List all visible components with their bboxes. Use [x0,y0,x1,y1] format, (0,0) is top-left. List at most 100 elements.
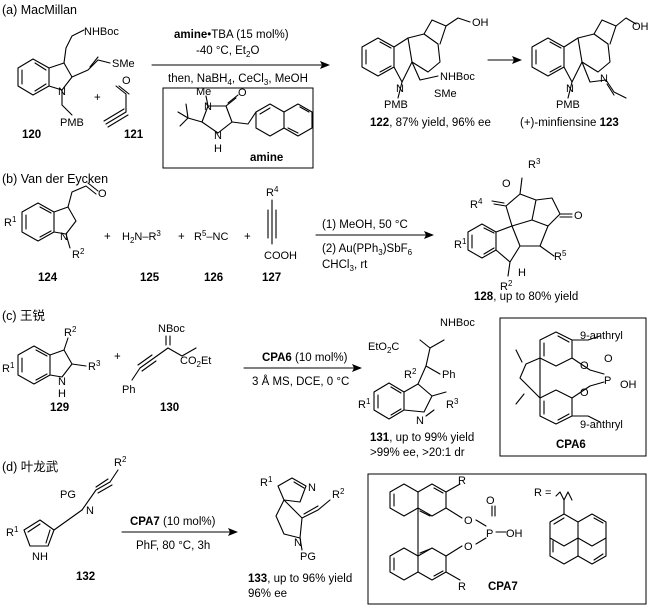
section-b: (b) Van der Eycken R1 O N R2 124 + H2N–R… [2,157,583,303]
compound-131-caption1: 131, up to 99% yield [370,432,474,444]
r1-label: R1 [260,475,273,489]
section-d: (d) 叶龙武 R2 PG N R1 NH 132 CPA7 (10 mol%)… [2,455,647,605]
n-label: N [396,83,404,95]
amine-catalyst-structure: Me N N H O [177,86,313,155]
compound-120-label: 120 [22,129,41,141]
section-c-title: (c) 王锐 [2,309,46,323]
oh-label: OH [472,17,489,29]
compound-130-label: 130 [160,402,179,414]
o-label: O [122,75,131,87]
pmb-label: PMB [384,99,408,111]
o-label: O [574,210,583,222]
o2-label: O [464,541,473,553]
anthryl-label-1: 9-anthryl [580,330,623,342]
oh-label: OH [620,379,637,391]
n2-label: N [294,537,302,549]
cpa7-label: CPA7 [488,581,518,593]
compound-129-structure: R1 R2 R3 N H [2,325,101,400]
r1-label: R1 [454,237,467,251]
compound-122-caption: 122, 87% yield, 96% ee [370,117,491,129]
r2-label: R2 [500,279,513,293]
h-label: H [518,267,526,279]
co2et-label: CO2Et [180,355,211,369]
conditions-c-line2: 3 Å MS, DCE, 0 °C [252,375,349,388]
sme-label: SMe [112,58,135,70]
conditions-a-line3: then, NaBH4, CeCl3, MeOH [168,73,308,87]
r1-label: R1 [4,215,17,229]
conditions-a-line2: -40 °C, Et2O [196,45,259,59]
p-label: P [604,375,611,387]
compound-123-caption: (+)-minfiensine 123 [520,117,619,129]
conditions-a-line1: amine•TBA (15 mol%) [174,29,289,41]
r3-label: R3 [528,157,541,171]
r5-label: R5 [554,249,567,263]
nhboc-label: NHBoc [440,71,475,83]
compound-131-structure: EtO2C NHBoc R2 Ph R1 N R3 [358,317,475,427]
h-label: H [58,388,66,400]
r1-label: R1 [2,361,15,375]
r1-label: R1 [6,525,19,539]
amine-label: amine [250,152,283,164]
r2-label: R2 [72,247,85,261]
nboc-label: NBoc [158,323,185,335]
nh-label: NH [32,551,48,563]
wavy-bond-icon [555,491,573,501]
compound-132-label: 132 [76,571,95,583]
cpa6-box [499,317,647,457]
compound-128-caption: 128, up to 80% yield [474,291,578,303]
pmb-label: PMB [60,117,84,129]
r3-label: R3 [88,359,101,373]
pmb-label: PMB [556,99,580,111]
r3-label: R3 [446,397,459,411]
compound-133-caption1: 133, up to 96% yield [248,573,352,585]
oh-label: OH [632,21,649,33]
n1-label: N [308,482,316,494]
compound-126-label: 126 [204,272,223,284]
o1-label: O [464,515,473,527]
r2-label: R2 [64,325,77,339]
r2-label: R2 [404,367,417,381]
compound-133-caption2: 96% ee [248,588,287,600]
anthryl-label-2: 9-anthryl [580,419,623,431]
amine-catalyst-box [162,87,314,169]
section-a: (a) MacMillan NHBoc SMe N PMB 120 + O 12… [2,3,649,169]
cpa6-structure: 9-anthryl 9-anthryl O O P O OH [515,330,637,431]
r4-label: R4 [470,197,483,211]
section-b-title: (b) Van der Eycken [2,172,108,186]
conditions-d-line2: PhF, 80 °C, 3h [136,540,210,552]
n-label: N [86,505,94,517]
section-d-title: (d) 叶龙武 [2,460,59,474]
plus-sign: + [94,92,101,104]
amine-n1-label: N [204,101,212,113]
nhboc-label: NHBoc [84,26,119,38]
compound-133-structure: R1 N R2 N PG [260,475,345,563]
n-label: N [58,86,66,98]
n1-label: N [566,83,574,95]
conditions-b-line2: (2) Au(PPh3)SbF6 [322,243,413,257]
compound-124-structure: R1 O N R2 [4,182,107,261]
o-label: O [98,188,107,200]
methyl-label: Me [196,86,211,98]
plus-sign: + [114,351,121,363]
ph-label: Ph [122,384,135,396]
compound-120-structure: NHBoc SMe N PMB [17,26,135,129]
compound-121-label: 121 [124,129,144,141]
compound-124-label: 124 [38,272,58,284]
r-label-1: R [458,475,466,487]
r1-label: R1 [358,397,371,411]
o2-label: O [580,387,589,399]
compound-130-structure: NBoc CO2Et Ph [122,323,211,396]
compound-125-label: 125 [140,272,160,284]
compound-127-structure: R4 COOH [264,185,297,262]
o-label: O [502,178,511,190]
amine-h-label: H [214,143,222,155]
n-label: N [60,231,68,243]
plus-sign: + [178,231,185,243]
p-label: P [486,528,493,540]
n-label: N [58,376,66,388]
plus-sign: + [104,231,111,243]
eto2c-label: EtO2C [368,341,399,355]
compound-127-label: 127 [262,272,281,284]
cpa6-label: CPA6 [556,439,586,451]
